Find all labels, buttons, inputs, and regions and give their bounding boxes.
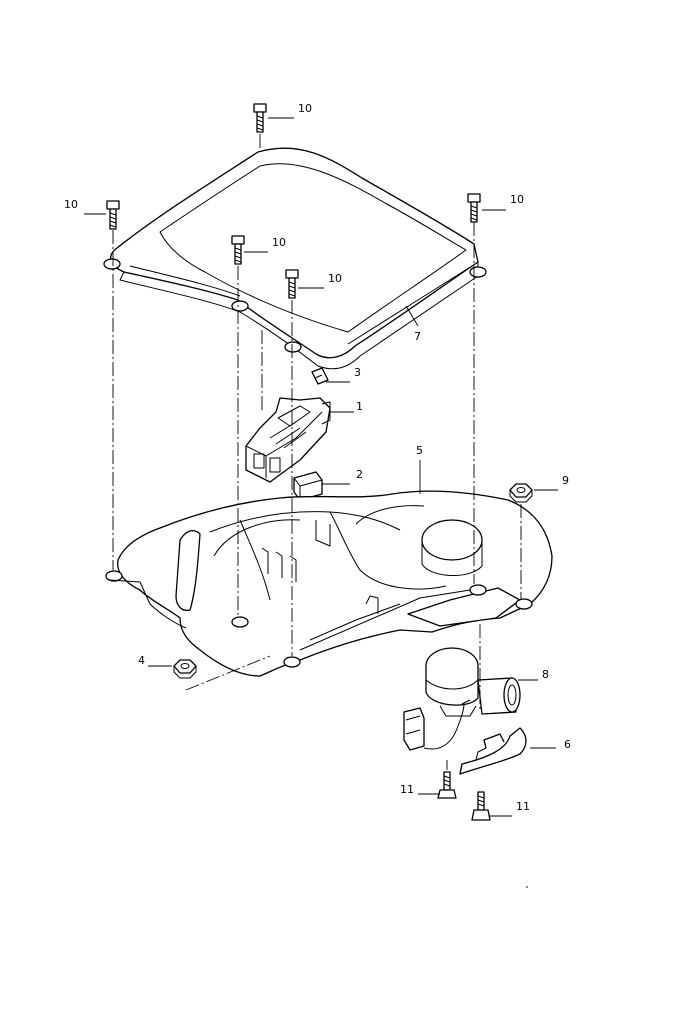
callout-10-top: 10 bbox=[298, 102, 312, 115]
callout-7: 7 bbox=[414, 330, 421, 343]
bolt-10-right bbox=[467, 193, 481, 223]
callout-10-right: 10 bbox=[510, 193, 524, 206]
housing-part-5 bbox=[105, 490, 553, 677]
callout-11-left: 11 bbox=[400, 783, 414, 796]
cover-part-7 bbox=[103, 147, 487, 370]
leader-lines bbox=[84, 117, 558, 817]
callout-11-right: 11 bbox=[516, 800, 530, 813]
callout-1: 1 bbox=[356, 400, 363, 413]
bracket-part-6 bbox=[459, 727, 527, 775]
bolt-11-left bbox=[437, 771, 457, 799]
callout-4: 4 bbox=[138, 654, 145, 667]
callout-10-left: 10 bbox=[64, 198, 78, 211]
relay-part-2 bbox=[293, 471, 323, 501]
callout-8: 8 bbox=[542, 668, 549, 681]
callout-labels: 10 10 10 10 10 7 3 1 2 5 9 4 8 6 11 11 bbox=[64, 102, 571, 813]
bolt-10-left bbox=[106, 200, 120, 230]
callout-10-inner: 10 bbox=[328, 272, 342, 285]
bolt-10-center bbox=[231, 235, 245, 265]
bolt-11-right bbox=[471, 791, 491, 821]
stray-dot bbox=[526, 886, 528, 888]
callout-2: 2 bbox=[356, 468, 363, 481]
callout-3: 3 bbox=[354, 366, 361, 379]
callout-9: 9 bbox=[562, 474, 569, 487]
bolt-10-top bbox=[253, 103, 267, 133]
assembly-centerlines bbox=[112, 134, 522, 770]
bolt-10-inner bbox=[285, 269, 299, 299]
nut-part-9 bbox=[509, 483, 533, 503]
callout-5: 5 bbox=[416, 444, 423, 457]
callout-10-center: 10 bbox=[272, 236, 286, 249]
air-pump-part-8 bbox=[403, 647, 521, 751]
fuse-part-3 bbox=[311, 367, 329, 385]
callout-6: 6 bbox=[564, 738, 571, 751]
relay-holder-part-1 bbox=[245, 397, 331, 483]
nut-part-4 bbox=[173, 659, 197, 679]
